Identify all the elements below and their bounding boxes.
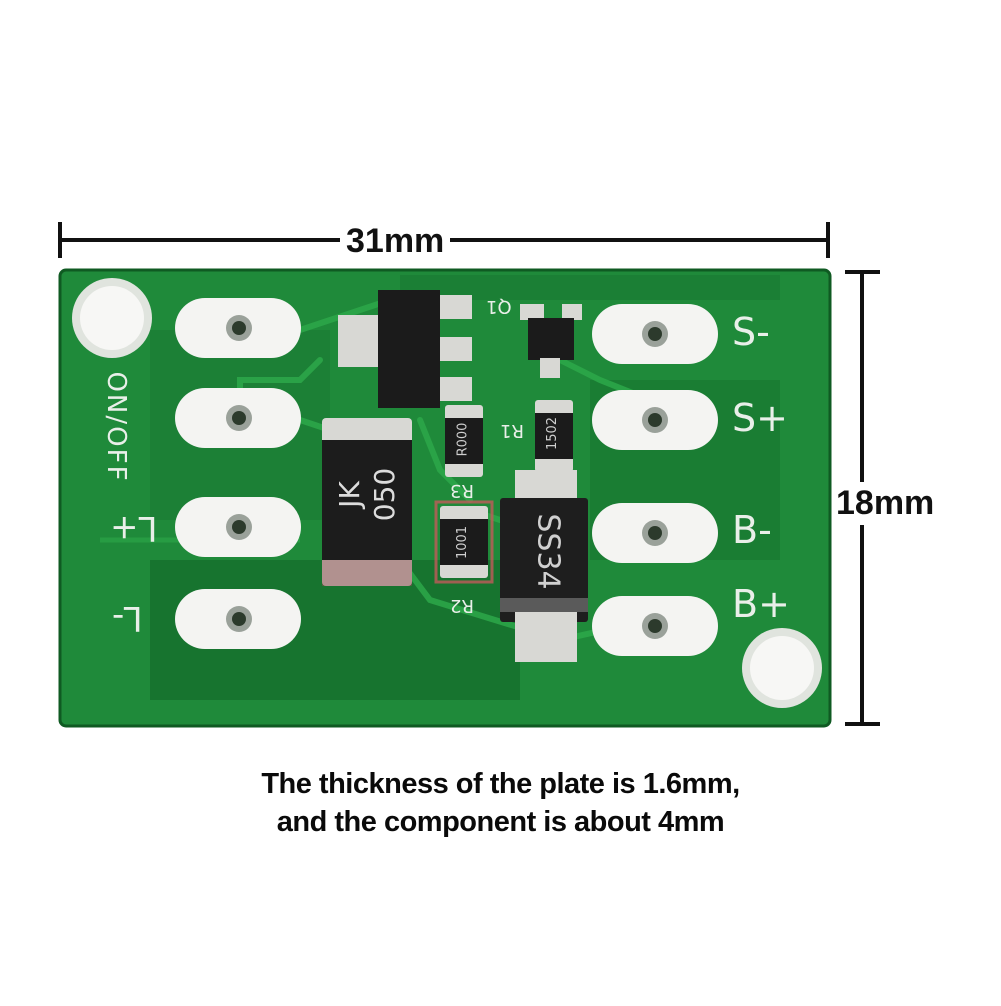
pad-b-plus: [592, 596, 718, 656]
resistor-r3: [445, 405, 483, 477]
caption-line-1: The thickness of the plate is 1.6mm,: [261, 768, 740, 800]
r1-marking: 1502: [545, 416, 561, 451]
label-r3: R3: [450, 480, 474, 501]
right-pads: [592, 304, 718, 656]
height-dimension-label: 18mm: [836, 482, 935, 525]
label-on-off: ON/OFF: [101, 371, 131, 483]
label-l-minus: L-: [112, 598, 143, 638]
width-dimension-label: 31mm: [340, 222, 451, 261]
label-l-plus: L+: [110, 508, 158, 548]
diode-ss34: [500, 470, 588, 662]
fuse-marking-line1: JK: [332, 481, 366, 508]
caption-line-2: and the component is about 4mm: [276, 806, 725, 838]
regulator-sot223: [338, 290, 472, 408]
label-q1: Q1: [486, 296, 512, 317]
pad-s-minus: [592, 304, 718, 364]
label-b-minus: B-: [732, 508, 772, 552]
pad-s-plus: [592, 390, 718, 450]
r3-marking: R000: [455, 422, 471, 457]
mounting-hole-top-left: [72, 278, 152, 358]
label-s-minus: S-: [732, 310, 770, 354]
label-b-plus: B+: [732, 582, 790, 626]
label-s-plus: S+: [732, 396, 788, 440]
pad-l-plus: [175, 497, 301, 557]
pad-on-off-2: [175, 388, 301, 448]
label-r1: R1: [500, 420, 524, 441]
resistor-r2: [434, 500, 494, 584]
pad-l-minus: [175, 589, 301, 649]
caption: The thickness of the plate is 1.6mm, and…: [0, 765, 1001, 841]
transistor-q1: [520, 304, 582, 378]
r2-marking: 1001: [455, 525, 471, 560]
pad-b-minus: [592, 503, 718, 563]
mounting-hole-bottom-right: [742, 628, 822, 708]
diode-marking: SS34: [530, 513, 566, 590]
pad-on-off-1: [175, 298, 301, 358]
label-r2: R2: [450, 595, 474, 616]
fuse-jk050: [322, 418, 412, 586]
fuse-marking-line2: 050: [368, 467, 402, 522]
left-pads: [175, 298, 301, 649]
resistor-r1: [535, 400, 573, 472]
